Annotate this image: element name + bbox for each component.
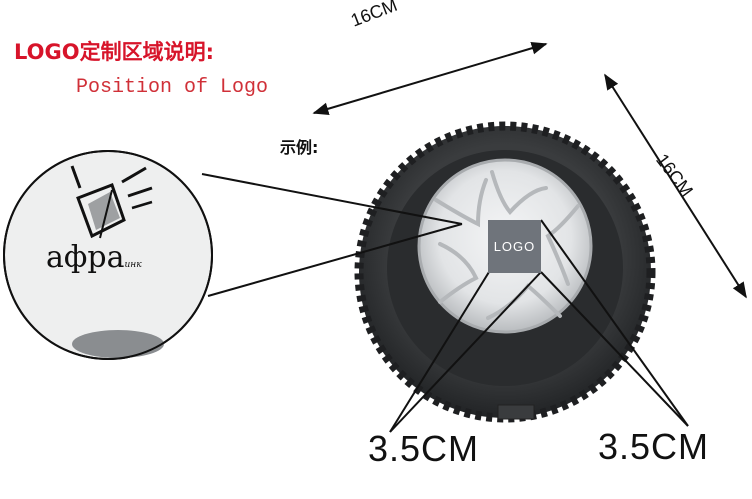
page-subtitle: Position of Logo <box>76 76 269 99</box>
brand-name: афра <box>46 240 125 275</box>
brand-suffix: инк <box>124 260 142 270</box>
size-leaders <box>389 219 689 433</box>
logo-width-label: 3.5CM <box>368 428 480 469</box>
page-title: LOGO定制区域说明: <box>14 40 214 64</box>
logo-placeholder-text: LOGO <box>493 239 536 254</box>
height-arrow <box>604 73 747 299</box>
brand-mark-icon <box>70 165 153 239</box>
magnifier-leaders <box>201 173 463 297</box>
example-label: 示例: <box>280 138 319 157</box>
logo-magnifier <box>3 150 213 360</box>
brand-logo-text: афраинк <box>46 240 142 275</box>
logo-height-label: 3.5CM <box>598 426 710 467</box>
logo-area: LOGO <box>488 220 541 273</box>
width-arrow <box>312 41 548 116</box>
